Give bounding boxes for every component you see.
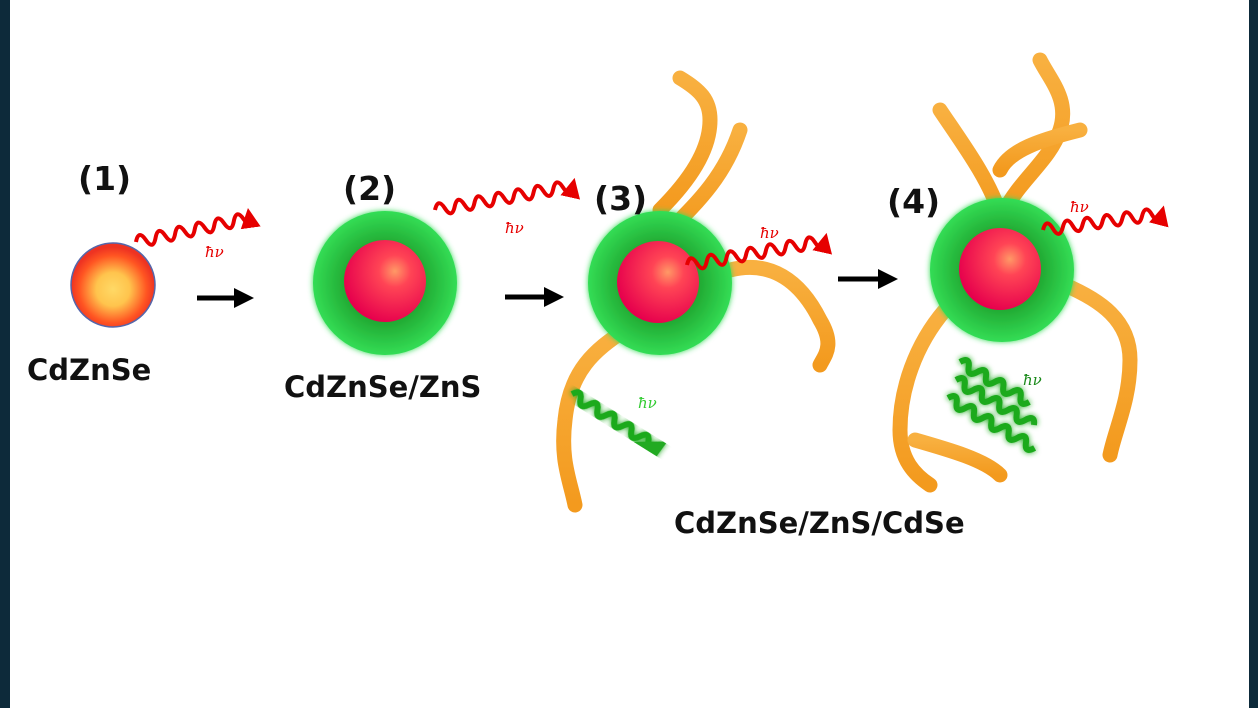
compound-label-1: CdZnSe xyxy=(27,353,151,387)
photon-symbol: ħν xyxy=(505,219,524,237)
red-photon-wave-icon xyxy=(134,208,261,247)
step-2-label: (2) xyxy=(343,169,396,208)
step-3-label: (3) xyxy=(594,179,647,218)
step-4-label: (4) xyxy=(887,182,940,221)
compound-label-3-4: CdZnSe/ZnS/CdSe xyxy=(674,506,965,540)
core-icon xyxy=(959,228,1041,310)
diagram-canvas: (1) ħν CdZnSe (2) ħν CdZnSe/ZnS (3) ħν ħ… xyxy=(10,0,1249,708)
ligand-strands-3 xyxy=(556,70,836,513)
green-photon-wave-icon xyxy=(570,389,668,469)
diagram-svg: (1) ħν CdZnSe (2) ħν CdZnSe/ZnS (3) ħν ħ… xyxy=(27,52,1169,540)
red-photon-wave-icon xyxy=(1041,205,1169,236)
core-icon xyxy=(344,240,426,322)
core-icon xyxy=(617,241,699,323)
photon-symbol: ħν xyxy=(1023,371,1042,389)
photon-symbol: ħν xyxy=(205,243,224,261)
step-1-label: (1) xyxy=(78,159,131,198)
photon-symbol: ħν xyxy=(1070,198,1089,216)
photon-symbol: ħν xyxy=(760,224,779,242)
photon-symbol: ħν xyxy=(638,394,657,412)
cdznse-core-icon xyxy=(70,242,156,328)
green-photon-bundle-icon xyxy=(946,357,1038,453)
red-photon-wave-icon xyxy=(433,177,581,216)
red-photon-wave-icon xyxy=(685,232,833,271)
compound-label-2: CdZnSe/ZnS xyxy=(284,370,481,404)
